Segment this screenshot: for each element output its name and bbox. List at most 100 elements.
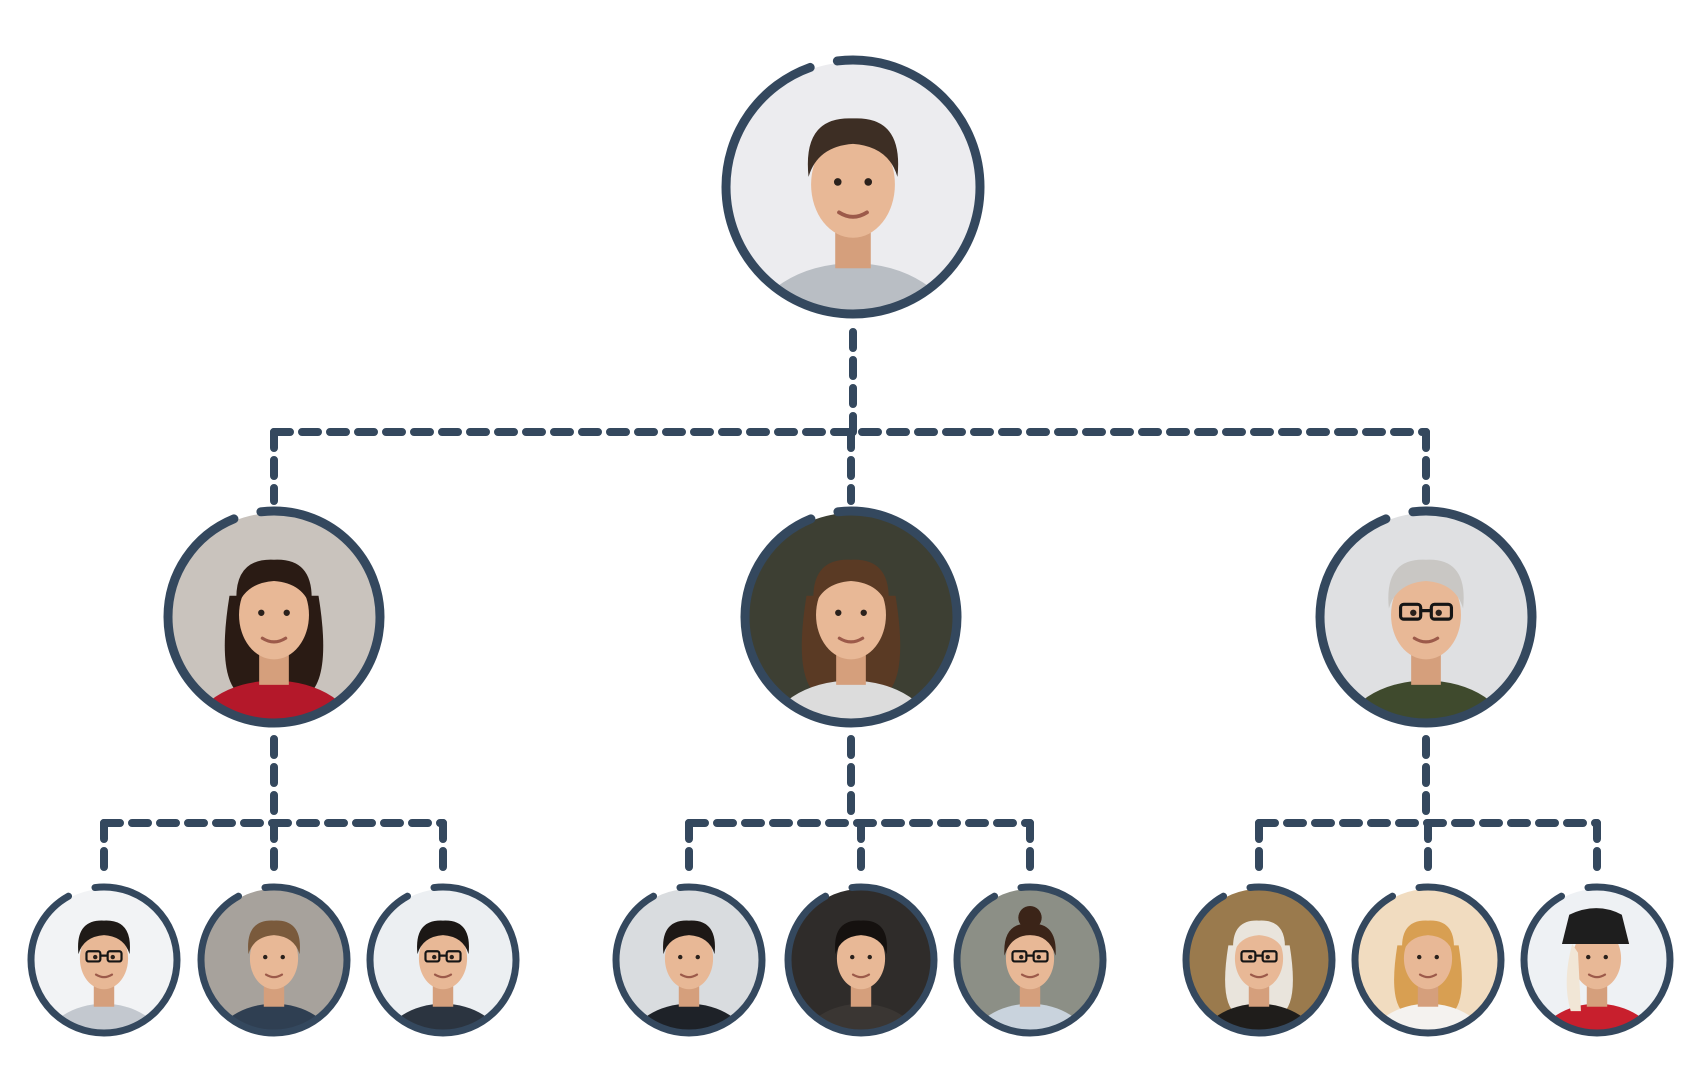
hair <box>1388 559 1464 609</box>
avatar-member-5 <box>784 883 938 1037</box>
avatar-photo <box>728 62 978 312</box>
mouth <box>1412 636 1440 644</box>
shirt <box>632 1003 746 1031</box>
shirt <box>47 1003 161 1031</box>
mouth <box>1249 973 1269 979</box>
hair <box>807 118 899 177</box>
right-eye <box>1603 954 1608 960</box>
avatar-manager-2 <box>740 506 962 728</box>
hair <box>78 920 130 955</box>
hair <box>1233 920 1285 955</box>
shirt <box>804 1003 918 1031</box>
avatar-member-9 <box>1520 883 1674 1037</box>
left-eye <box>263 954 268 960</box>
mouth <box>264 973 284 979</box>
face <box>1403 927 1453 990</box>
avatar-frame-ring <box>366 883 520 1037</box>
right-eye <box>1434 954 1439 960</box>
right-eye <box>864 178 873 186</box>
avatar-photo <box>959 889 1101 1031</box>
face <box>811 131 895 238</box>
face <box>1391 570 1461 660</box>
avatar-frame-ring <box>721 55 985 319</box>
right-eye <box>449 954 454 960</box>
face <box>249 927 299 990</box>
avatar-manager-3 <box>1315 506 1537 728</box>
shirt <box>753 263 953 312</box>
hair <box>1402 920 1454 955</box>
avatar-frame-ring <box>1520 883 1674 1037</box>
avatar-member-6 <box>953 883 1107 1037</box>
mouth <box>1020 973 1040 979</box>
left-eye <box>1410 609 1417 616</box>
shirt <box>973 1003 1087 1031</box>
avatar-photo <box>1357 889 1499 1031</box>
avatar-frame-ring <box>740 506 962 728</box>
right-eye <box>283 609 290 616</box>
face <box>1005 927 1055 990</box>
hair <box>417 920 469 955</box>
shirt <box>191 680 357 721</box>
hair <box>248 920 300 955</box>
left-eye <box>432 954 437 960</box>
avatar-frame-ring <box>1351 883 1505 1037</box>
left-eye <box>1586 954 1591 960</box>
mouth <box>94 973 114 979</box>
face <box>418 927 468 990</box>
hair-bun <box>1018 905 1042 930</box>
shirt <box>1202 1003 1316 1031</box>
right-eye <box>1435 609 1442 616</box>
avatar-frame-ring <box>784 883 938 1037</box>
right-eye <box>860 609 867 616</box>
right-eye <box>280 954 285 960</box>
avatar-photo <box>618 889 760 1031</box>
left-eye <box>258 609 265 616</box>
face <box>239 570 309 660</box>
avatar-frame-ring <box>1182 883 1336 1037</box>
person-nodes <box>27 55 1674 1037</box>
avatar-frame-ring <box>163 506 385 728</box>
avatar-photo <box>33 889 175 1031</box>
avatar-member-4 <box>612 883 766 1037</box>
mouth <box>1587 973 1607 979</box>
hair <box>813 559 889 609</box>
mouth <box>837 636 865 644</box>
avatar-photo <box>1188 889 1330 1031</box>
shirt <box>1540 1003 1654 1031</box>
shirt <box>1371 1003 1485 1031</box>
right-eye <box>110 954 115 960</box>
hair <box>663 920 715 955</box>
avatar-photo <box>1322 513 1530 721</box>
right-eye <box>695 954 700 960</box>
left-eye <box>1417 954 1422 960</box>
avatar-member-7 <box>1182 883 1336 1037</box>
left-eye <box>833 178 842 186</box>
face <box>1234 927 1284 990</box>
left-eye <box>1019 954 1024 960</box>
left-eye <box>835 609 842 616</box>
left-eye <box>1248 954 1253 960</box>
hair <box>835 920 887 955</box>
left-eye <box>678 954 683 960</box>
hair <box>1004 923 1056 956</box>
left-eye <box>93 954 98 960</box>
mouth <box>851 973 871 979</box>
right-eye <box>867 954 872 960</box>
avatar-member-1 <box>27 883 181 1037</box>
avatar-frame-ring <box>612 883 766 1037</box>
avatar-frame-ring <box>27 883 181 1037</box>
left-eye <box>850 954 855 960</box>
bucket-hat <box>1561 908 1630 944</box>
connector-lines <box>100 328 1601 881</box>
avatar-photo <box>1526 889 1668 1031</box>
avatar-photo <box>747 513 955 721</box>
avatar-photo <box>790 889 932 1031</box>
avatar-frame-ring <box>197 883 351 1037</box>
shirt <box>217 1003 331 1031</box>
hair-side <box>1566 943 1581 1012</box>
shirt <box>768 680 934 721</box>
avatar-photo <box>203 889 345 1031</box>
avatar-photo <box>372 889 514 1031</box>
shirt <box>386 1003 500 1031</box>
shirt <box>1343 680 1509 721</box>
